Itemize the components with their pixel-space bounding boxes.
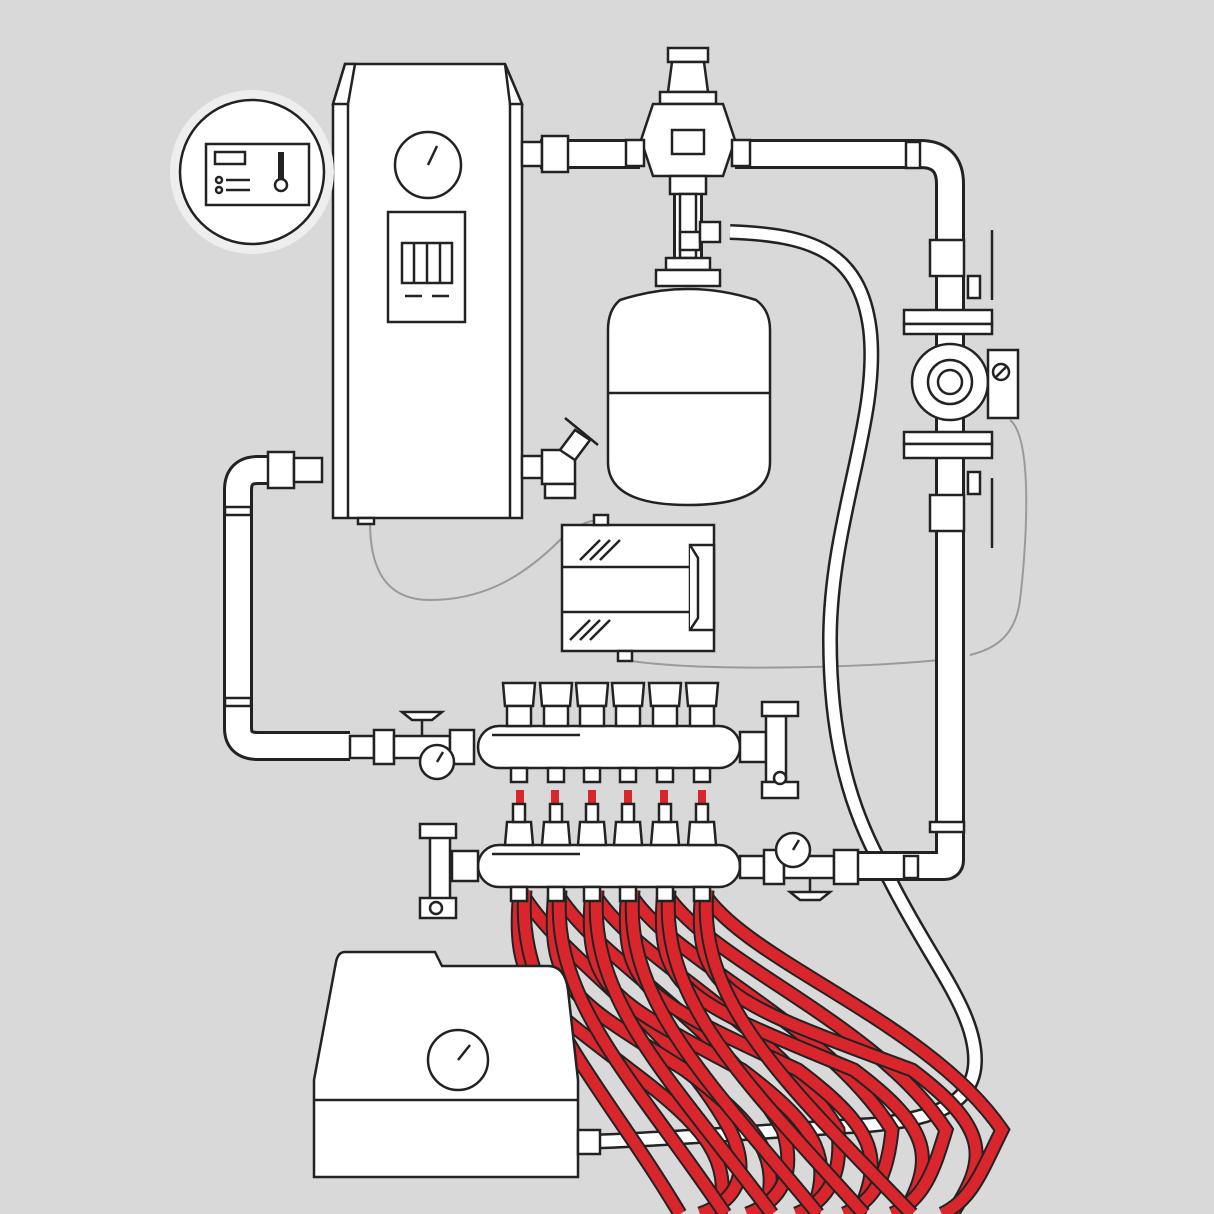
actuator-cap [610,681,646,708]
floor-loop [626,889,823,1214]
controller-box-icon [560,513,716,663]
flow-meter [503,820,535,847]
flow-meter [686,820,718,847]
outlet-nut [655,885,675,903]
floor-loop [662,889,869,1214]
outlet-nut [582,885,602,903]
outlet-nut [546,885,566,903]
flow-meter-stem [511,802,527,824]
outlet-nut [618,885,638,903]
flow-meter-stem [657,802,673,824]
expansion-vessel-icon [606,256,772,507]
floor-loop [553,889,730,1214]
actuator-cap [647,681,683,708]
automatic-air-vent-icon [624,46,752,260]
room-thermostat-icon [170,90,334,254]
outlet-nut [582,766,602,784]
pipe-body [226,458,350,758]
actuator-cap [574,681,610,708]
drain-valve-icon [520,417,599,500]
outlet-nut [618,766,638,784]
flow-meter-stem [620,802,636,824]
actuator-base [614,704,642,728]
circulation-pump-icon [902,230,1020,548]
flow-meter-stem [584,802,600,824]
actuator-base [688,704,716,728]
actuator-base [651,704,679,728]
actuator-base [578,704,606,728]
outlet-nut [509,766,529,784]
flow-meter [649,820,681,847]
floor-loop [697,887,1009,1214]
electric-boiler-icon [331,62,524,526]
actuator-cap [684,681,720,708]
outlet-nut [655,766,675,784]
actuator-base [505,704,533,728]
flow-meter [540,820,572,847]
outlet-nut [692,766,712,784]
outlet-nut [546,766,566,784]
flow-meter [576,820,608,847]
pressure-test-pump-icon [312,950,602,1179]
outlet-nut [692,885,712,903]
actuator-cap [538,681,574,708]
actuator-base [542,704,570,728]
flow-meter-stem [694,802,710,824]
supply-manifold-icon [476,681,800,800]
pipe-fittings [223,134,966,902]
outlet-nut [509,885,529,903]
flow-meter [612,820,644,847]
floor-loop [590,889,777,1214]
pipe-network [223,139,965,881]
flow-meter-stem [548,802,564,824]
floor-loop [700,889,916,1214]
actuator-cap [501,681,537,708]
return-manifold-icon [418,802,742,920]
